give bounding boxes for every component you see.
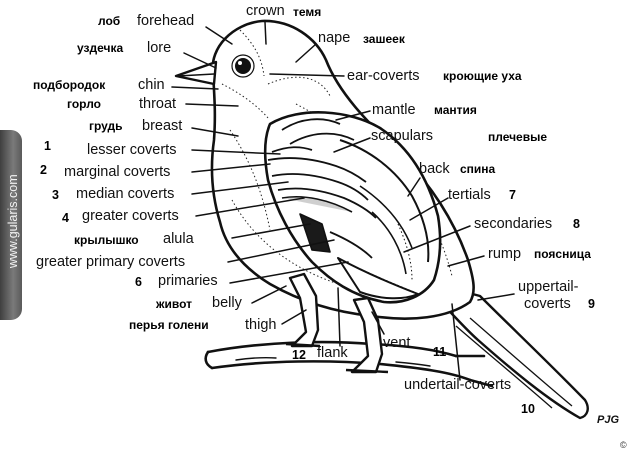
label-rump-ru: поясница — [534, 248, 591, 260]
label-nape-en: nape — [318, 31, 350, 46]
label-uppertail-coverts-num: 9 — [588, 298, 595, 311]
eye-drawing — [232, 55, 254, 77]
label-alula-ru: крылышко — [74, 234, 139, 246]
label-lesser-coverts-en: lesser coverts — [87, 143, 176, 158]
leader-lore — [184, 53, 216, 68]
label-back-en: back — [419, 162, 450, 177]
label-vent-en: vent — [383, 336, 410, 351]
label-ear-coverts-ru: кроющие уха — [443, 70, 522, 82]
label-chin-ru: подбородок — [33, 79, 105, 91]
label-breast-ru: грудь — [89, 120, 123, 132]
label-rump-en: rump — [488, 247, 521, 262]
label-thigh-ru: перья голени — [129, 319, 209, 331]
label-scapulars-en: scapulars — [371, 129, 433, 144]
label-forehead-ru: лоб — [98, 15, 120, 27]
label-ear-coverts-en: ear-coverts — [347, 69, 420, 84]
label-greater-coverts-num: 4 — [62, 212, 69, 225]
label-uppertail-coverts-line1: uppertail- — [518, 280, 578, 295]
label-greater-coverts-en: greater coverts — [82, 209, 179, 224]
leader-belly — [252, 286, 286, 303]
label-belly-en: belly — [212, 296, 242, 311]
label-vent-num: 11 — [433, 346, 446, 359]
label-greater-primary-coverts-en: greater primary coverts — [36, 255, 185, 270]
label-lore-ru: уздечка — [77, 42, 123, 54]
label-secondaries-num: 8 — [573, 218, 580, 231]
label-primaries-num: 6 — [135, 276, 142, 289]
label-nape-ru: зашеек — [363, 33, 405, 45]
label-median-coverts-num: 3 — [52, 189, 59, 202]
label-uppertail-coverts-line2: coverts — [524, 297, 571, 312]
label-flank-en: flank — [317, 346, 348, 361]
label-lore-en: lore — [147, 41, 171, 56]
leader-chin — [172, 87, 218, 89]
label-scapulars-ru: плечевые — [488, 131, 547, 143]
label-thigh-en: thigh — [245, 318, 276, 333]
label-throat-en: throat — [139, 97, 176, 112]
label-flank-num: 12 — [292, 349, 306, 362]
label-marginal-coverts-en: marginal coverts — [64, 165, 170, 180]
label-tertials-num: 7 — [509, 189, 516, 202]
label-throat-ru: горло — [67, 98, 101, 110]
label-crown-en: crown — [246, 4, 285, 19]
label-undertail-coverts-en: undertail-coverts — [404, 378, 511, 393]
label-breast-en: breast — [142, 119, 182, 134]
label-back-ru: спина — [460, 163, 495, 175]
label-forehead-en: forehead — [137, 14, 194, 29]
label-secondaries-en: secondaries — [474, 217, 552, 232]
label-mantle-en: mantle — [372, 103, 416, 118]
leader-uppertail-coverts — [478, 294, 514, 300]
label-chin-en: chin — [138, 78, 165, 93]
label-tertials-en: tertials — [448, 188, 491, 203]
artist-signature: PJG — [597, 414, 619, 426]
label-undertail-coverts-num: 10 — [521, 403, 535, 416]
label-belly-ru: живот — [156, 298, 192, 310]
label-mantle-ru: мантия — [434, 104, 477, 116]
label-alula-en: alula — [163, 232, 194, 247]
label-lesser-coverts-num: 1 — [44, 140, 51, 153]
leader-crown — [265, 22, 266, 44]
label-crown-ru: темя — [293, 6, 321, 18]
label-primaries-en: primaries — [158, 274, 218, 289]
watermark-text: www.gularis.com — [7, 136, 20, 306]
label-marginal-coverts-num: 2 — [40, 164, 47, 177]
copyright-mark: © — [620, 440, 627, 450]
label-median-coverts-en: median coverts — [76, 187, 174, 202]
